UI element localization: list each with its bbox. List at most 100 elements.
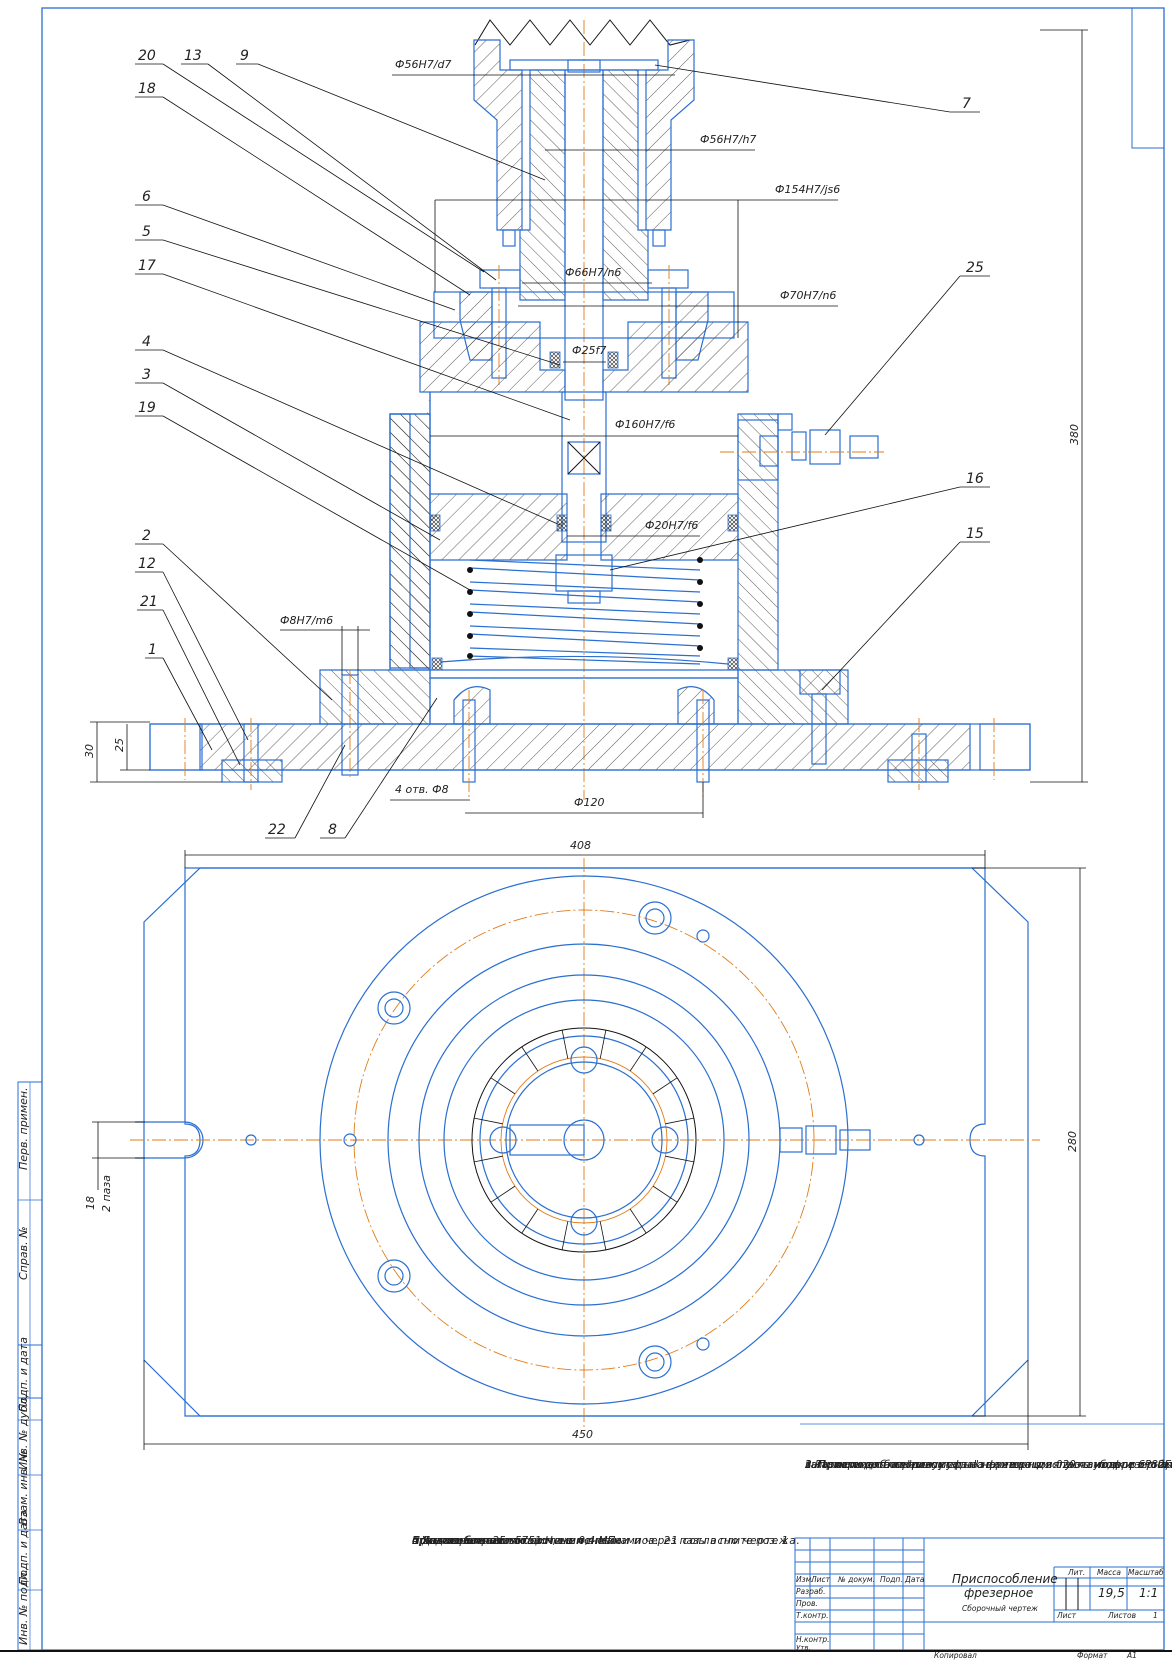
note-4: 4 Давление в пневмосистеме 0,4 МПа. [412, 1535, 626, 1547]
title-block [0, 1537, 1172, 1652]
collet-segment-line [490, 1077, 516, 1095]
pos-21: 21 [140, 594, 158, 610]
collet-segment-line [652, 1077, 678, 1095]
tb-col-podp: Подп. [880, 1575, 903, 1584]
drawing-title-line2: фрезерное [964, 1586, 1034, 1600]
fit-160-f6: Ф160H7/f6 [615, 418, 675, 431]
pos-7: 7 [962, 96, 971, 112]
plan-view [130, 858, 1040, 1430]
fit-8-m6: Ф8H7/m6 [280, 614, 333, 627]
note-3: 3 Приспособление устанавливать в пазы по… [805, 1459, 1172, 1471]
collet-segment-line [521, 1046, 539, 1072]
tb-col-izm: Изм. [796, 1575, 814, 1584]
tb-col-doc: № докум. [838, 1575, 875, 1584]
collet-segment-line [665, 1155, 694, 1163]
copied-label: Копировал [934, 1651, 977, 1660]
fit-66-n6: Ф66H7/n6 [565, 266, 621, 279]
tb-row-utv: Утв. [796, 1644, 811, 1652]
spring [467, 557, 703, 665]
stamp-inv-podl: Инв. № подл. [17, 1569, 30, 1645]
pos-17: 17 [138, 258, 156, 274]
dim-120: Ф120 [574, 796, 604, 809]
fit-25-f7: Ф25f7 [572, 344, 606, 357]
dim-30: 30 [83, 744, 96, 758]
fit-20-f6: Ф20H7/f6 [645, 519, 698, 532]
mass-value: 19,5 [1098, 1586, 1125, 1600]
plan-view-dimensions: 408 450 280 18 2 паза [84, 839, 1086, 1450]
collet-segment-line [474, 1117, 503, 1125]
note-5: 5 Ход поршня 25 мм. [412, 1535, 529, 1547]
fit-70-n6: Ф70H7/n6 [780, 289, 836, 302]
collet-segment-line [561, 1030, 569, 1059]
collet-segments [474, 1030, 694, 1250]
tb-row-razrab: Разраб. [796, 1587, 826, 1596]
stamp-podp-data-1: Подп. и дата [17, 1337, 30, 1412]
sheet-label: Лист [1057, 1611, 1077, 1620]
drawing-subtitle: Сборочный чертеж [962, 1604, 1038, 1613]
pos-19: 19 [138, 400, 156, 416]
collet-segment-line [599, 1030, 607, 1059]
pos-16: 16 [966, 471, 984, 487]
note-6: 6 Усилие зажатия 5751 Н, не менее. [412, 1535, 614, 1547]
note-1: 1 Размеры для справок. [805, 1459, 938, 1471]
sheets-label: Листов [1108, 1611, 1137, 1620]
collet-segment-line [629, 1208, 647, 1234]
mass-label: Масса [1097, 1568, 1121, 1577]
pos-18: 18 [138, 81, 156, 97]
pos-4: 4 [142, 334, 151, 350]
dim-2-slots: 2 паза [100, 1175, 113, 1212]
scale-label: Масштаб [1128, 1568, 1164, 1577]
pos-2: 2 [142, 528, 151, 544]
collet-segment-line [652, 1185, 678, 1203]
tb-row-prov: Пров. [796, 1599, 818, 1608]
stamp-sprav: Справ. № [17, 1226, 30, 1280]
pos-22: 22 [268, 822, 286, 838]
dim-450: 450 [572, 1428, 593, 1441]
note-2: 2 Приспособление предназначено для устан… [805, 1459, 1172, 1471]
fit-154-js6: Ф154H7/js6 [775, 183, 840, 196]
collet-segment-line [629, 1046, 647, 1072]
pos-6: 6 [142, 189, 151, 205]
dim-380: 380 [1068, 424, 1081, 445]
pos-20: 20 [138, 48, 156, 64]
dim-25: 25 [113, 738, 126, 752]
tb-row-nkontr: Н.контр. [796, 1635, 830, 1644]
pos-5: 5 [142, 224, 151, 240]
drawing-title-line1: Приспособление [952, 1572, 1058, 1586]
pos-8: 8 [328, 822, 337, 838]
note-2b: заготовки детали "полумуфта" на операции… [805, 1459, 1172, 1471]
tb-col-date: Дата [905, 1575, 925, 1584]
collet-segment-line [490, 1185, 516, 1203]
tb-col-list: Лист [811, 1575, 831, 1584]
pos-1: 1 [148, 642, 157, 658]
pos-3: 3 [142, 367, 151, 383]
note-3d: приспособления. [412, 1535, 507, 1547]
pos-9: 9 [240, 48, 249, 64]
dim-280: 280 [1066, 1131, 1079, 1152]
note-3c: Прижать болтами станочными с гайками чер… [412, 1535, 789, 1547]
front-section-view [149, 19, 1031, 800]
collet-segment-line [599, 1221, 607, 1250]
fit-56-d7: Ф56H7/d7 [395, 58, 451, 71]
collet-segment-line [521, 1208, 539, 1234]
collet-segment-line [474, 1155, 503, 1163]
position-leaders: 20 13 9 18 7 6 5 17 4 3 19 25 16 [135, 48, 990, 839]
stamp-vzam-inv: Взам. инв. № [17, 1450, 30, 1525]
front-view-dimensions: Ф56H7/d7 Ф56H7/h7 Ф154H7/js6 Ф66H7/n6 Ф7… [83, 29, 1088, 818]
collet-segment-line [665, 1117, 694, 1125]
pos-12: 12 [138, 556, 156, 572]
tb-row-tkontr: Т.контр. [796, 1611, 829, 1620]
pos-25: 25 [966, 260, 984, 276]
pos-15: 15 [966, 526, 984, 542]
format-value: A1 [1127, 1651, 1137, 1660]
stamp-podp-data-2: Подп. и дата [17, 1510, 30, 1585]
note-3b: станка направляющими шпонками поз. 21 со… [412, 1535, 801, 1547]
scale-value: 1:1 [1139, 1586, 1159, 1600]
dim-4-holes: 4 отв. Ф8 [395, 783, 449, 796]
pos-13: 13 [184, 48, 202, 64]
dim-18: 18 [84, 1196, 97, 1210]
side-stamp: Перв. примен. Справ. № Подп. и дата Инв.… [17, 1081, 43, 1651]
format-label: Формат [1077, 1651, 1108, 1660]
air-fitting [720, 429, 884, 467]
